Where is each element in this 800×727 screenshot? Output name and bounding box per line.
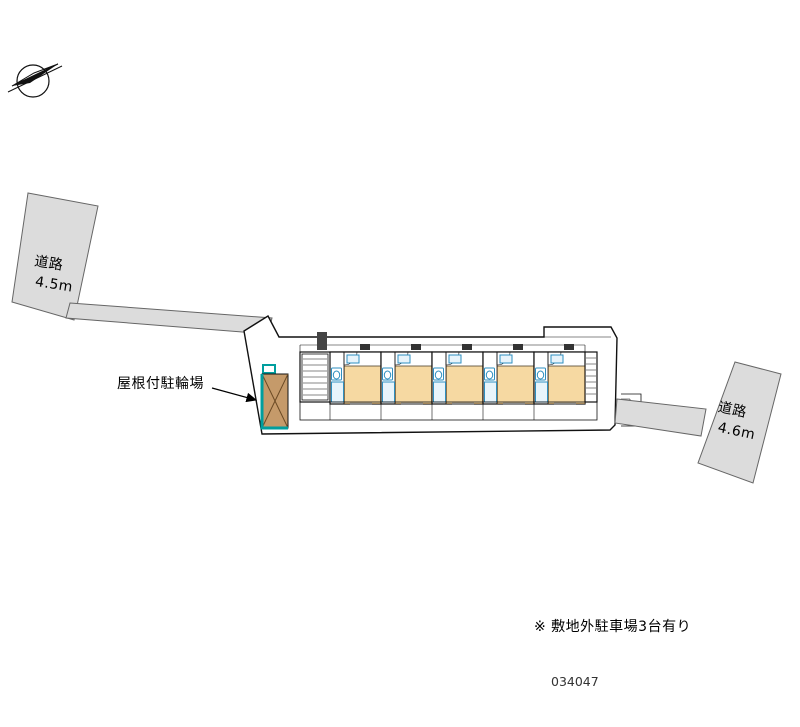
stair-treads — [586, 357, 596, 395]
balcony-dividers — [329, 402, 535, 420]
stair-outline — [301, 353, 329, 401]
bicycle-parking-label: 屋根付駐輪場 — [117, 375, 204, 392]
drawing-number: 034047 — [551, 674, 599, 689]
apartment-unit — [482, 343, 535, 405]
apartment-unit — [431, 343, 484, 405]
north-compass-icon — [7, 63, 63, 98]
parking-accent-edge — [260, 374, 288, 430]
approach-path-right — [614, 398, 707, 437]
compass-circle — [16, 64, 50, 98]
apartment-unit — [533, 343, 586, 405]
apartment-building — [299, 332, 611, 421]
parking-detail — [262, 364, 276, 374]
stair-treads — [303, 358, 327, 396]
leader-arrow — [211, 387, 258, 403]
road-right: 道路 4.6m — [697, 361, 782, 484]
unit-row — [329, 343, 586, 405]
road-right-label: 道路 4.6m — [716, 399, 756, 444]
offsite-parking-note: ※ 敷地外駐車場3台有り — [534, 618, 691, 635]
road-right-width: 4.6m — [716, 420, 756, 444]
road-left-surface — [11, 192, 99, 321]
approach-path-left — [65, 302, 273, 335]
road-left: 道路 4.5m — [11, 192, 99, 321]
road-left-width: 4.5m — [34, 274, 74, 296]
apartment-unit — [380, 343, 433, 405]
road-right-surface — [697, 361, 782, 484]
road-right-name: 道路 — [717, 399, 749, 421]
balcony-strip — [299, 401, 598, 421]
compass-needle-fill — [12, 64, 58, 86]
road-left-name: 道路 — [33, 254, 64, 274]
roof-cross-brace — [261, 373, 289, 429]
apartment-unit — [329, 343, 382, 405]
balcony-outline — [299, 401, 598, 421]
road-left-label: 道路 4.5m — [33, 254, 74, 296]
bicycle-parking — [260, 364, 289, 430]
porch-strip — [299, 344, 586, 352]
stairwell-left — [301, 332, 329, 401]
entrance-block — [317, 332, 327, 350]
